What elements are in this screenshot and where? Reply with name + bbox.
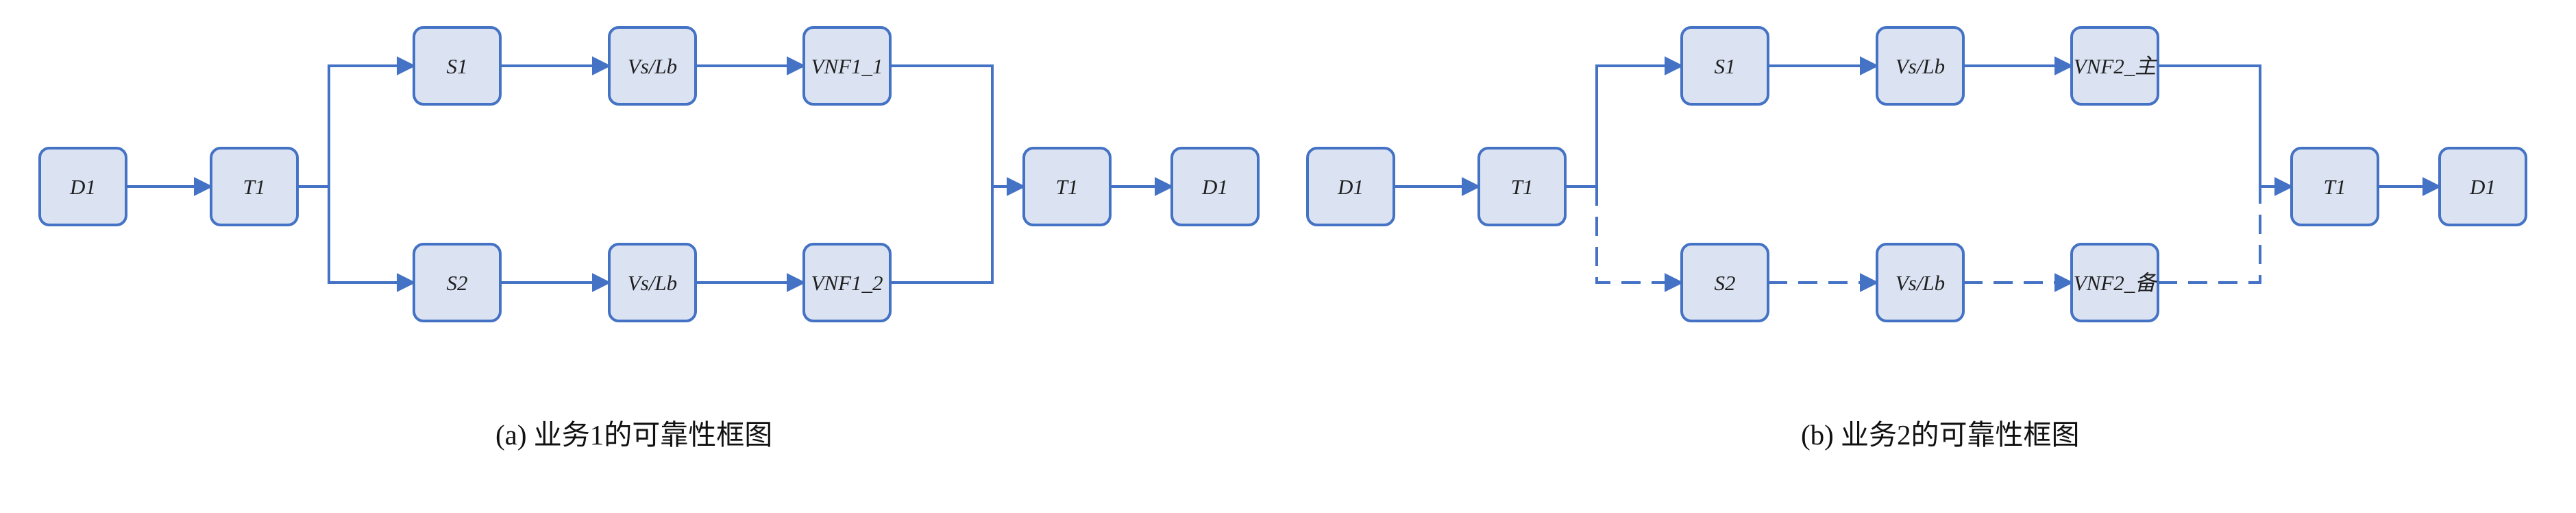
node-box	[210, 147, 299, 226]
node-label: VNF2_备	[2074, 271, 2159, 295]
node-box	[608, 243, 697, 322]
node-box	[1680, 26, 1769, 106]
diagram-2-caption: (b) 业务2的可靠性框图	[1801, 419, 2080, 451]
diagram-1-node-bot2: Vs/Lb	[608, 243, 697, 322]
node-label: Vs/Lb	[1896, 271, 1945, 295]
diagram-2-node-top1: S1	[1680, 26, 1769, 106]
node-box	[1680, 243, 1769, 322]
diagram-1-edge-top3-to-merge	[890, 64, 994, 187]
node-label: Vs/Lb	[1896, 54, 1945, 78]
node-box	[802, 243, 892, 322]
node-label: S2	[447, 271, 468, 295]
diagram-1-caption: (a) 业务1的可靠性框图	[495, 419, 772, 451]
node-box	[1876, 243, 1965, 322]
diagram-1-node-t_out: T1	[1022, 147, 1112, 226]
diagram-2-node-bot1: S2	[1680, 243, 1769, 322]
node-label: S1	[1715, 54, 1736, 78]
diagram-1-edge-split-to-bot1	[328, 187, 416, 292]
diagram-2-edge-split-to-top1	[1595, 56, 1684, 187]
diagram-1-edge-bot3-to-merge	[890, 187, 994, 284]
node-label: Vs/Lb	[628, 54, 677, 78]
node-label: Vs/Lb	[628, 271, 677, 295]
diagram-2-node-bot2: Vs/Lb	[1876, 243, 1965, 322]
node-box	[38, 147, 127, 226]
diagram-2-edge-bot3-to-merge	[2158, 187, 2261, 284]
diagram-2-node-t_out: T1	[2290, 147, 2379, 226]
node-box	[2070, 26, 2159, 106]
node-label: S2	[1715, 271, 1736, 295]
node-label: VNF1_2	[811, 271, 883, 295]
node-label: T1	[243, 175, 266, 199]
node-label: T1	[1056, 175, 1079, 199]
node-box	[1170, 147, 1260, 226]
diagram-2-node-dst: D1	[2438, 147, 2527, 226]
node-label: D1	[69, 175, 96, 199]
diagram-1-node-top2: Vs/Lb	[608, 26, 697, 106]
diagram-2-node-top3: VNF2_主	[2070, 26, 2159, 106]
diagram-2-node-bot3: VNF2_备	[2070, 243, 2159, 322]
node-box	[608, 26, 697, 106]
diagram-2-node-src: D1	[1306, 147, 1395, 226]
diagram-1-node-top1: S1	[413, 26, 502, 106]
node-box	[2290, 147, 2379, 226]
diagram-2-node-t_in: T1	[1477, 147, 1567, 226]
node-label: S1	[447, 54, 468, 78]
diagram-1-edge-split-to-top1	[328, 56, 416, 187]
node-box	[1876, 26, 1965, 106]
node-label: D1	[1201, 175, 1228, 199]
node-label: VNF2_主	[2074, 54, 2158, 78]
diagram-1-node-t_in: T1	[210, 147, 299, 226]
diagram-2-edge-top3-to-merge	[2158, 64, 2261, 187]
diagram-1-node-src: D1	[38, 147, 127, 226]
diagram-1-node-top3: VNF1_1	[802, 26, 892, 106]
node-box	[413, 26, 502, 106]
diagram-1-node-dst: D1	[1170, 147, 1260, 226]
diagram-1-node-bot1: S2	[413, 243, 502, 322]
node-box	[413, 243, 502, 322]
diagram-2-edge-split-to-bot1	[1595, 187, 1684, 292]
node-label: D1	[1337, 175, 1364, 199]
node-label: D1	[2469, 175, 2496, 199]
node-box	[1306, 147, 1395, 226]
node-label: VNF1_1	[811, 54, 883, 78]
node-label: T1	[1511, 175, 1534, 199]
node-box	[2438, 147, 2527, 226]
diagram-2-node-top2: Vs/Lb	[1876, 26, 1965, 106]
node-box	[1477, 147, 1567, 226]
node-box	[802, 26, 892, 106]
node-label: T1	[2324, 175, 2346, 199]
node-box	[2070, 243, 2159, 322]
node-box	[1022, 147, 1112, 226]
diagram-1-node-bot3: VNF1_2	[802, 243, 892, 322]
